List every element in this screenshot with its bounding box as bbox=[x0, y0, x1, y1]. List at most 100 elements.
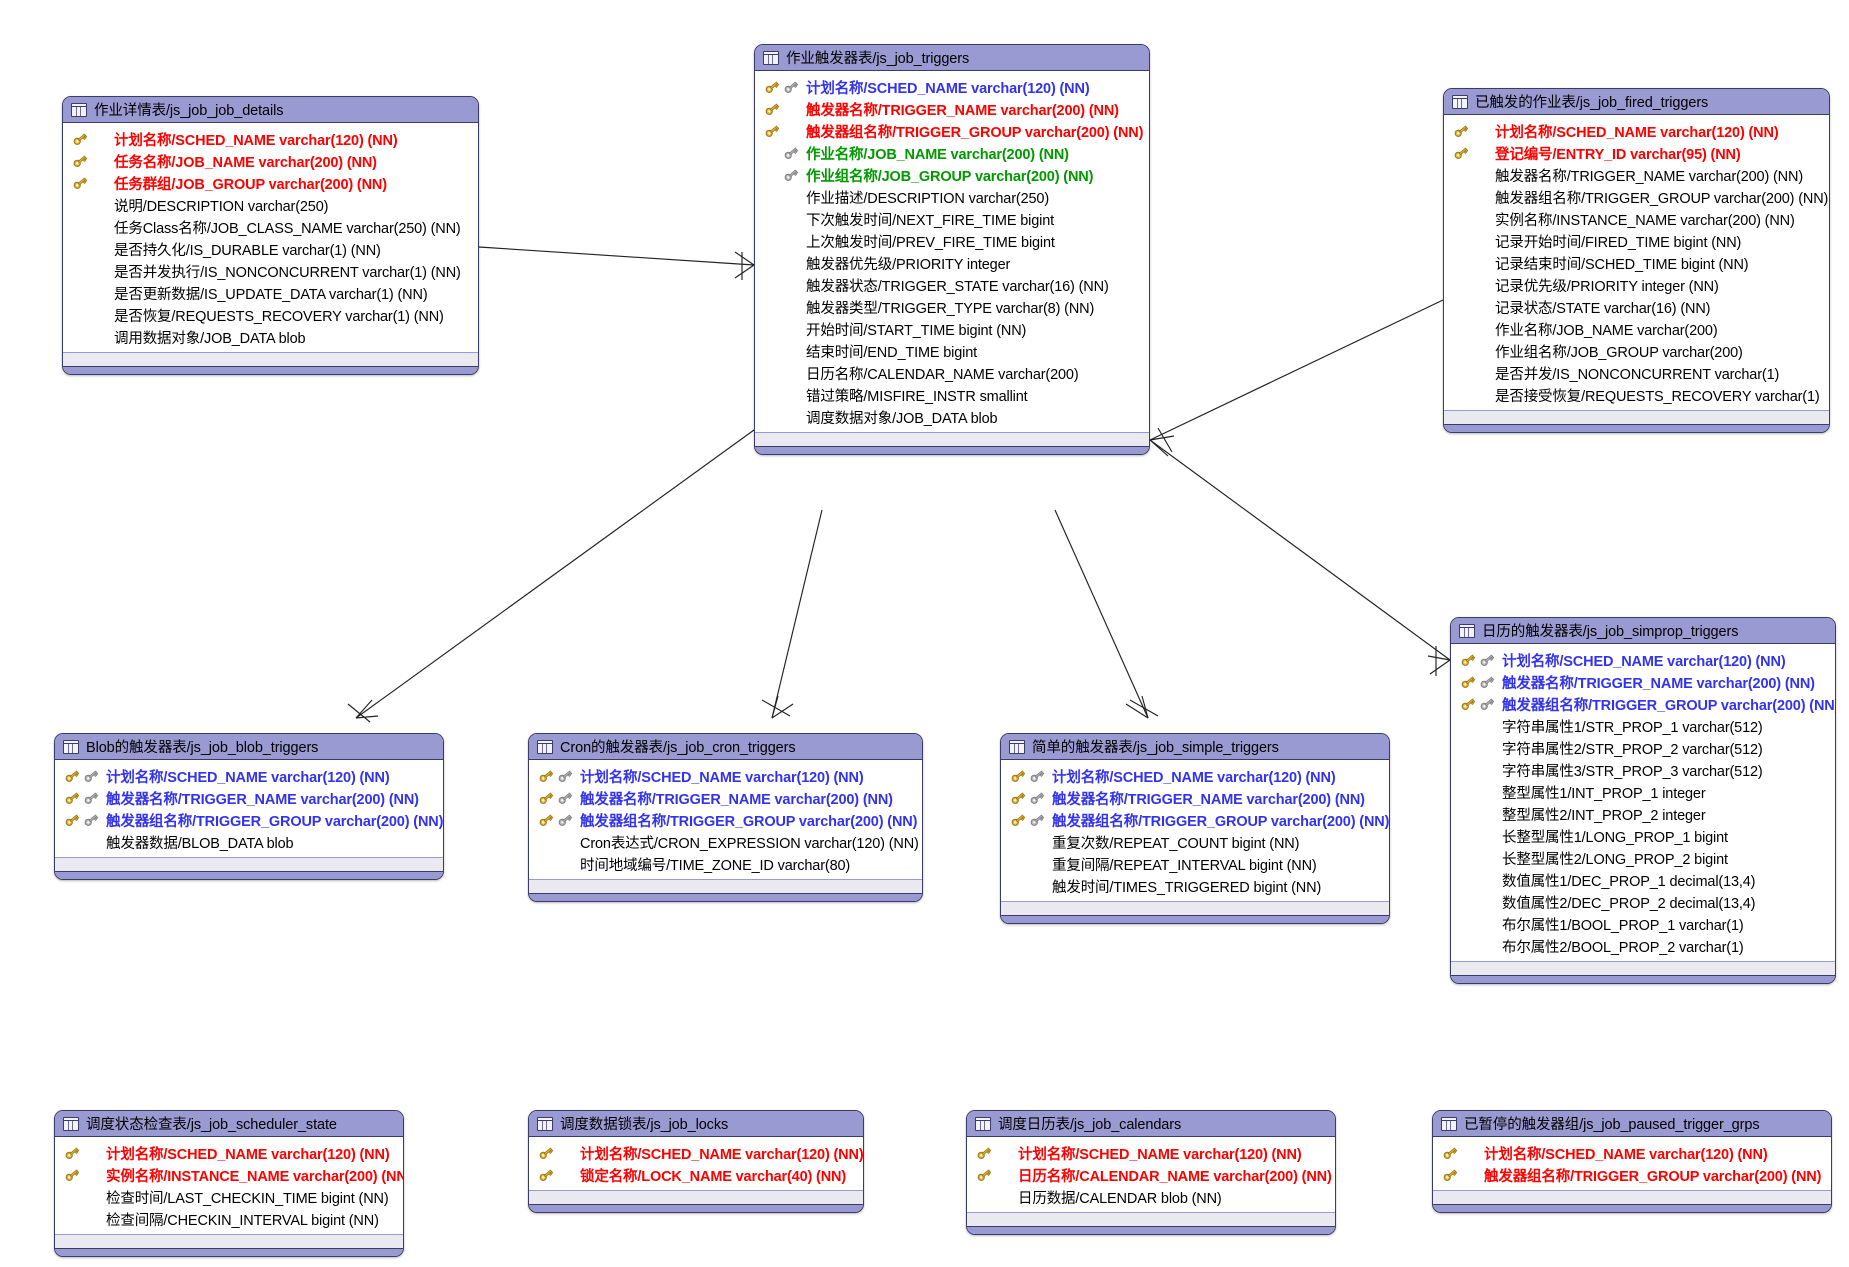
entity-simple_triggers[interactable]: 简单的触发器表/js_job_simple_triggers 计划名称/SCHED… bbox=[1000, 733, 1390, 924]
attribute-row[interactable]: 检查间隔/CHECKIN_INTERVAL bigint (NN) bbox=[55, 1208, 403, 1230]
attribute-row[interactable]: 触发器组名称/TRIGGER_GROUP varchar(200) (NN) bbox=[1451, 693, 1835, 715]
attribute-row[interactable]: Cron表达式/CRON_EXPRESSION varchar(120) (NN… bbox=[529, 831, 922, 853]
attribute-row[interactable]: 是否恢复/REQUESTS_RECOVERY varchar(1) (NN) bbox=[63, 304, 478, 326]
attribute-row[interactable]: 重复次数/REPEAT_COUNT bigint (NN) bbox=[1001, 831, 1389, 853]
attribute-row[interactable]: 日历名称/CALENDAR_NAME varchar(200) (NN) bbox=[967, 1164, 1335, 1186]
entity-job_triggers[interactable]: 作业触发器表/js_job_triggers 计划名称/SCHED_NAME va… bbox=[754, 44, 1150, 455]
attribute-row[interactable]: 字符串属性2/STR_PROP_2 varchar(512) bbox=[1451, 737, 1835, 759]
attribute-row[interactable]: 触发器状态/TRIGGER_STATE varchar(16) (NN) bbox=[755, 274, 1149, 296]
entity-simprop_triggers[interactable]: 日历的触发器表/js_job_simprop_triggers 计划名称/SCHE… bbox=[1450, 617, 1836, 984]
attribute-row[interactable]: 计划名称/SCHED_NAME varchar(120) (NN) bbox=[1451, 649, 1835, 671]
attribute-row[interactable]: 上次触发时间/PREV_FIRE_TIME bigint bbox=[755, 230, 1149, 252]
attribute-row[interactable]: 触发器名称/TRIGGER_NAME varchar(200) (NN) bbox=[1001, 787, 1389, 809]
entity-cron_triggers[interactable]: Cron的触发器表/js_job_cron_triggers 计划名称/SCHED… bbox=[528, 733, 923, 902]
attribute-row[interactable]: 计划名称/SCHED_NAME varchar(120) (NN) bbox=[55, 765, 443, 787]
attribute-row[interactable]: 触发器名称/TRIGGER_NAME varchar(200) (NN) bbox=[1444, 164, 1829, 186]
attribute-row[interactable]: 触发器组名称/TRIGGER_GROUP varchar(200) (NN) bbox=[755, 120, 1149, 142]
attribute-row[interactable]: 数值属性1/DEC_PROP_1 decimal(13,4) bbox=[1451, 869, 1835, 891]
attribute-row[interactable]: 作业组名称/JOB_GROUP varchar(200) bbox=[1444, 340, 1829, 362]
attribute-row[interactable]: 任务Class名称/JOB_CLASS_NAME varchar(250) (N… bbox=[63, 216, 478, 238]
entity-header-blob_triggers[interactable]: Blob的触发器表/js_job_blob_triggers bbox=[55, 734, 443, 760]
attribute-row[interactable]: 下次触发时间/NEXT_FIRE_TIME bigint bbox=[755, 208, 1149, 230]
attribute-row[interactable]: 任务名称/JOB_NAME varchar(200) (NN) bbox=[63, 150, 478, 172]
attribute-row[interactable]: 调度数据对象/JOB_DATA blob bbox=[755, 406, 1149, 428]
attribute-row[interactable]: 记录优先级/PRIORITY integer (NN) bbox=[1444, 274, 1829, 296]
attribute-row[interactable]: 调用数据对象/JOB_DATA blob bbox=[63, 326, 478, 348]
attribute-row[interactable]: 任务群组/JOB_GROUP varchar(200) (NN) bbox=[63, 172, 478, 194]
attribute-row[interactable]: 触发器名称/TRIGGER_NAME varchar(200) (NN) bbox=[529, 787, 922, 809]
attribute-row[interactable]: 触发器名称/TRIGGER_NAME varchar(200) (NN) bbox=[55, 787, 443, 809]
attribute-row[interactable]: 作业名称/JOB_NAME varchar(200) bbox=[1444, 318, 1829, 340]
attribute-row[interactable]: 计划名称/SCHED_NAME varchar(120) (NN) bbox=[967, 1142, 1335, 1164]
entity-header-scheduler_state[interactable]: 调度状态检查表/js_job_scheduler_state bbox=[55, 1111, 403, 1137]
attribute-row[interactable]: 触发器数据/BLOB_DATA blob bbox=[55, 831, 443, 853]
attribute-row[interactable]: 记录开始时间/FIRED_TIME bigint (NN) bbox=[1444, 230, 1829, 252]
attribute-row[interactable]: 是否接受恢复/REQUESTS_RECOVERY varchar(1) bbox=[1444, 384, 1829, 406]
attribute-row[interactable]: 触发器组名称/TRIGGER_GROUP varchar(200) (NN) bbox=[1433, 1164, 1831, 1186]
entity-header-calendars[interactable]: 调度日历表/js_job_calendars bbox=[967, 1111, 1335, 1137]
attribute-row[interactable]: 触发器组名称/TRIGGER_GROUP varchar(200) (NN) bbox=[1444, 186, 1829, 208]
attribute-row[interactable]: 实例名称/INSTANCE_NAME varchar(200) (NN) bbox=[55, 1164, 403, 1186]
attribute-row[interactable]: 时间地域编号/TIME_ZONE_ID varchar(80) bbox=[529, 853, 922, 875]
attribute-row[interactable]: 日历数据/CALENDAR blob (NN) bbox=[967, 1186, 1335, 1208]
entity-header-job_triggers[interactable]: 作业触发器表/js_job_triggers bbox=[755, 45, 1149, 71]
attribute-row[interactable]: 错过策略/MISFIRE_INSTR smallint bbox=[755, 384, 1149, 406]
attribute-row[interactable]: 是否更新数据/IS_UPDATE_DATA varchar(1) (NN) bbox=[63, 282, 478, 304]
attribute-row[interactable]: 字符串属性3/STR_PROP_3 varchar(512) bbox=[1451, 759, 1835, 781]
attribute-row[interactable]: 触发器组名称/TRIGGER_GROUP varchar(200) (NN) bbox=[1001, 809, 1389, 831]
attribute-row[interactable]: 触发器优先级/PRIORITY integer bbox=[755, 252, 1149, 274]
entity-header-locks[interactable]: 调度数据锁表/js_job_locks bbox=[529, 1111, 863, 1137]
attribute-row[interactable]: 记录结束时间/SCHED_TIME bigint (NN) bbox=[1444, 252, 1829, 274]
attribute-row[interactable]: 触发器组名称/TRIGGER_GROUP varchar(200) (NN) bbox=[529, 809, 922, 831]
attribute-row[interactable]: 布尔属性2/BOOL_PROP_2 varchar(1) bbox=[1451, 935, 1835, 957]
entity-locks[interactable]: 调度数据锁表/js_job_locks 计划名称/SCHED_NAME varch… bbox=[528, 1110, 864, 1213]
entity-scheduler_state[interactable]: 调度状态检查表/js_job_scheduler_state 计划名称/SCHED… bbox=[54, 1110, 404, 1257]
attribute-row[interactable]: 整型属性2/INT_PROP_2 integer bbox=[1451, 803, 1835, 825]
attribute-row[interactable]: 开始时间/START_TIME bigint (NN) bbox=[755, 318, 1149, 340]
attribute-row[interactable]: 计划名称/SCHED_NAME varchar(120) (NN) bbox=[1433, 1142, 1831, 1164]
attribute-row[interactable]: 登记编号/ENTRY_ID varchar(95) (NN) bbox=[1444, 142, 1829, 164]
attribute-row[interactable]: 字符串属性1/STR_PROP_1 varchar(512) bbox=[1451, 715, 1835, 737]
attribute-row[interactable]: 整型属性1/INT_PROP_1 integer bbox=[1451, 781, 1835, 803]
entity-header-cron_triggers[interactable]: Cron的触发器表/js_job_cron_triggers bbox=[529, 734, 922, 760]
attribute-row[interactable]: 作业描述/DESCRIPTION varchar(250) bbox=[755, 186, 1149, 208]
attribute-row[interactable]: 长整型属性1/LONG_PROP_1 bigint bbox=[1451, 825, 1835, 847]
entity-fired_triggers[interactable]: 已触发的作业表/js_job_fired_triggers 计划名称/SCHED_… bbox=[1443, 88, 1830, 433]
entity-header-job_details[interactable]: 作业详情表/js_job_job_details bbox=[63, 97, 478, 123]
attribute-row[interactable]: 计划名称/SCHED_NAME varchar(120) (NN) bbox=[63, 128, 478, 150]
attribute-row[interactable]: 触发器组名称/TRIGGER_GROUP varchar(200) (NN) bbox=[55, 809, 443, 831]
attribute-row[interactable]: 触发器类型/TRIGGER_TYPE varchar(8) (NN) bbox=[755, 296, 1149, 318]
entity-job_details[interactable]: 作业详情表/js_job_job_details 计划名称/SCHED_NAME … bbox=[62, 96, 479, 375]
attribute-row[interactable]: 检查时间/LAST_CHECKIN_TIME bigint (NN) bbox=[55, 1186, 403, 1208]
attribute-row[interactable]: 布尔属性1/BOOL_PROP_1 varchar(1) bbox=[1451, 913, 1835, 935]
attribute-row[interactable]: 作业组名称/JOB_GROUP varchar(200) (NN) bbox=[755, 164, 1149, 186]
attribute-row[interactable]: 计划名称/SCHED_NAME varchar(120) (NN) bbox=[1001, 765, 1389, 787]
attribute-row[interactable]: 作业名称/JOB_NAME varchar(200) (NN) bbox=[755, 142, 1149, 164]
attribute-row[interactable]: 说明/DESCRIPTION varchar(250) bbox=[63, 194, 478, 216]
attribute-row[interactable]: 触发时间/TIMES_TRIGGERED bigint (NN) bbox=[1001, 875, 1389, 897]
entity-header-simprop_triggers[interactable]: 日历的触发器表/js_job_simprop_triggers bbox=[1451, 618, 1835, 644]
attribute-row[interactable]: 日历名称/CALENDAR_NAME varchar(200) bbox=[755, 362, 1149, 384]
attribute-row[interactable]: 计划名称/SCHED_NAME varchar(120) (NN) bbox=[1444, 120, 1829, 142]
entity-header-fired_triggers[interactable]: 已触发的作业表/js_job_fired_triggers bbox=[1444, 89, 1829, 115]
attribute-row[interactable]: 重复间隔/REPEAT_INTERVAL bigint (NN) bbox=[1001, 853, 1389, 875]
entity-header-simple_triggers[interactable]: 简单的触发器表/js_job_simple_triggers bbox=[1001, 734, 1389, 760]
attribute-row[interactable]: 记录状态/STATE varchar(16) (NN) bbox=[1444, 296, 1829, 318]
entity-blob_triggers[interactable]: Blob的触发器表/js_job_blob_triggers 计划名称/SCHED… bbox=[54, 733, 444, 880]
entity-header-paused_trigger_grps[interactable]: 已暂停的触发器组/js_job_paused_trigger_grps bbox=[1433, 1111, 1831, 1137]
attribute-row[interactable]: 锁定名称/LOCK_NAME varchar(40) (NN) bbox=[529, 1164, 863, 1186]
attribute-row[interactable]: 触发器名称/TRIGGER_NAME varchar(200) (NN) bbox=[755, 98, 1149, 120]
attribute-row[interactable]: 计划名称/SCHED_NAME varchar(120) (NN) bbox=[529, 1142, 863, 1164]
attribute-row[interactable]: 是否并发/IS_NONCONCURRENT varchar(1) bbox=[1444, 362, 1829, 384]
attribute-row[interactable]: 实例名称/INSTANCE_NAME varchar(200) (NN) bbox=[1444, 208, 1829, 230]
attribute-row[interactable]: 触发器名称/TRIGGER_NAME varchar(200) (NN) bbox=[1451, 671, 1835, 693]
attribute-row[interactable]: 长整型属性2/LONG_PROP_2 bigint bbox=[1451, 847, 1835, 869]
attribute-row[interactable]: 计划名称/SCHED_NAME varchar(120) (NN) bbox=[755, 76, 1149, 98]
attribute-row[interactable]: 结束时间/END_TIME bigint bbox=[755, 340, 1149, 362]
attribute-row[interactable]: 计划名称/SCHED_NAME varchar(120) (NN) bbox=[529, 765, 922, 787]
attribute-row[interactable]: 是否并发执行/IS_NONCONCURRENT varchar(1) (NN) bbox=[63, 260, 478, 282]
attribute-row[interactable]: 数值属性2/DEC_PROP_2 decimal(13,4) bbox=[1451, 891, 1835, 913]
attribute-row[interactable]: 是否持久化/IS_DURABLE varchar(1) (NN) bbox=[63, 238, 478, 260]
attribute-row[interactable]: 计划名称/SCHED_NAME varchar(120) (NN) bbox=[55, 1142, 403, 1164]
entity-paused_trigger_grps[interactable]: 已暂停的触发器组/js_job_paused_trigger_grps 计划名称/… bbox=[1432, 1110, 1832, 1213]
